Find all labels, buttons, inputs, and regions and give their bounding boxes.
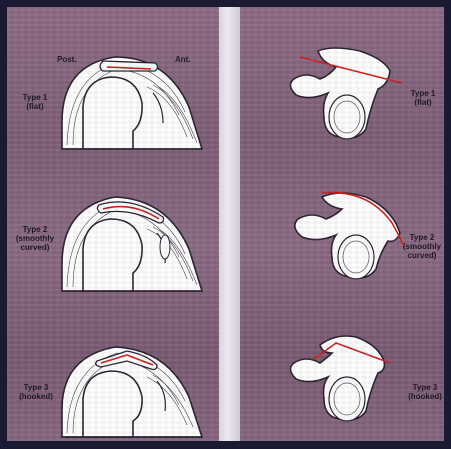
left-type1-desc: (flat) (15, 102, 55, 111)
left-type2-desc: (smoothly curved) (11, 234, 59, 252)
left-type3-desc: (hooked) (15, 392, 57, 401)
panel-divider (219, 7, 240, 441)
right-type2-name: Type 2 (410, 233, 435, 242)
left-panel-coronal-views: Post. Ant. Type 1 (flat) (7, 7, 219, 441)
left-type2-label: Type 2 (smoothly curved) (11, 225, 59, 252)
left-type3-name: Type 3 (24, 383, 49, 392)
coronal-section-type3 (7, 319, 219, 439)
scapula-type3 (240, 319, 444, 439)
coronal-section-type1 (7, 27, 219, 157)
right-type3-desc: (hooked) (406, 392, 444, 401)
right-type2-desc: (smoothly curved) (400, 242, 444, 260)
right-type3-label: Type 3 (hooked) (406, 383, 444, 401)
left-type1-name: Type 1 (23, 93, 48, 102)
right-type3-name: Type 3 (413, 383, 438, 392)
left-type1-label: Type 1 (flat) (15, 93, 55, 111)
left-type2-name: Type 2 (23, 225, 48, 234)
right-type2-label: Type 2 (smoothly curved) (400, 233, 444, 260)
right-type1-desc: (flat) (404, 98, 442, 107)
right-panel-scapula-views: Type 1 (flat) Type 2 (smoothly curved) T… (240, 7, 444, 441)
right-type1-name: Type 1 (411, 89, 436, 98)
left-type3-label: Type 3 (hooked) (15, 383, 57, 401)
right-type1-label: Type 1 (flat) (404, 89, 442, 107)
